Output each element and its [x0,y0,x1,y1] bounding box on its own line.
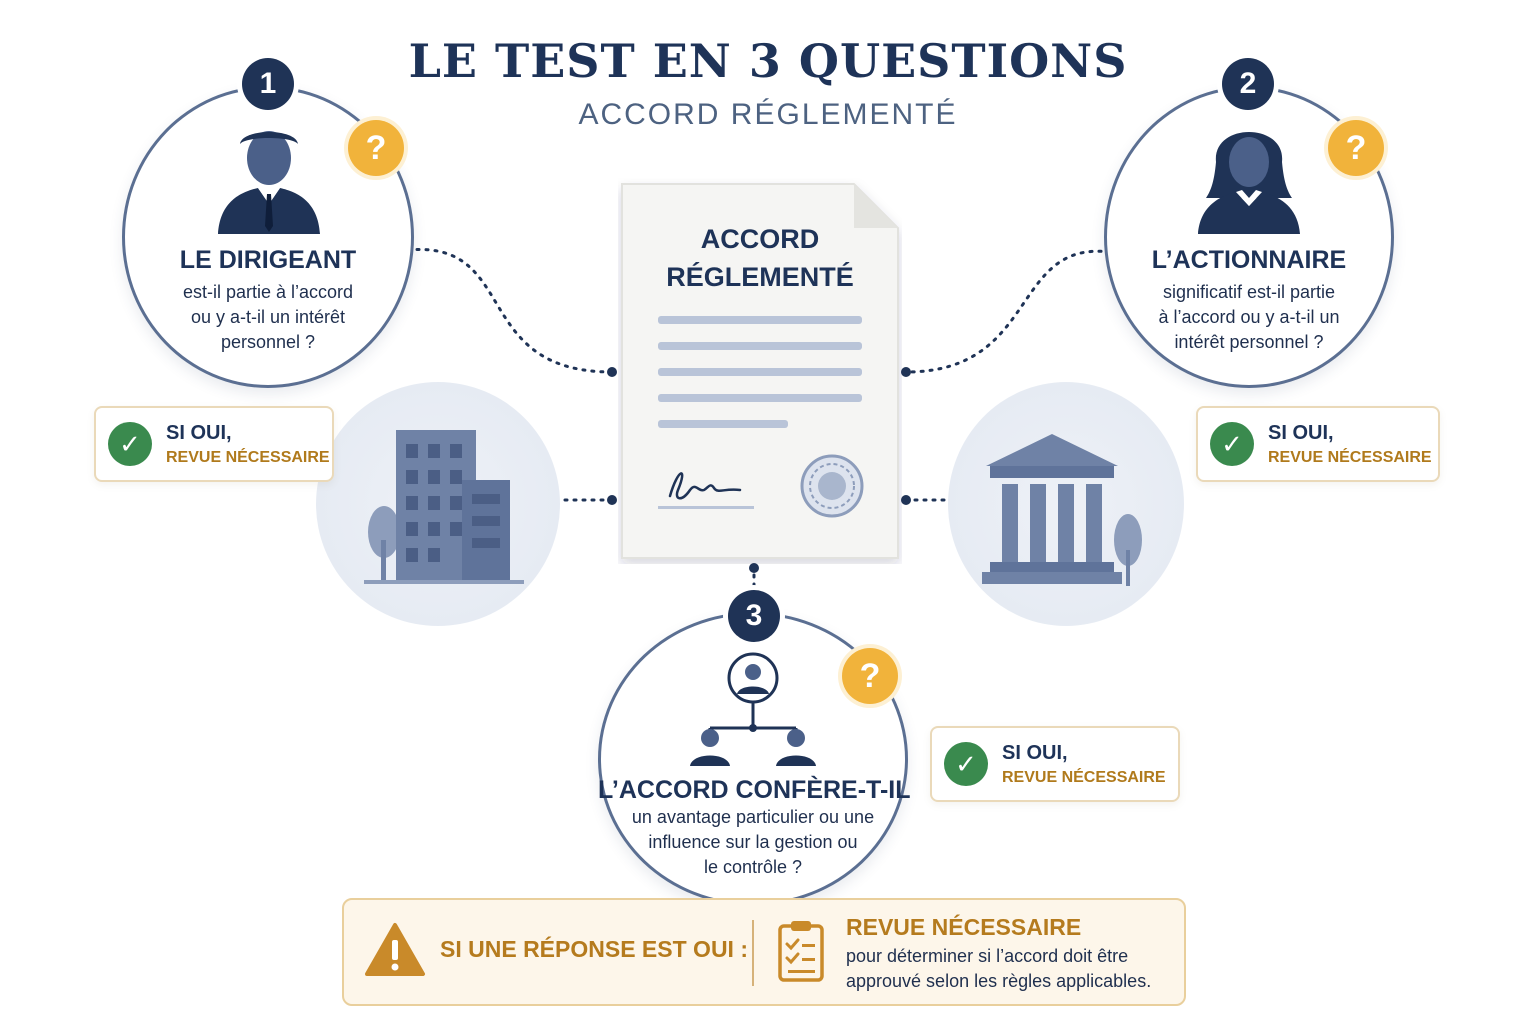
question-2-text: significatif est-il partie à l’accord ou… [1158,282,1340,352]
question-3-text: un avantage particulier ou une influence… [631,807,875,877]
office-building-icon [364,430,524,584]
yes-box-2: ✓ SI OUI, REVUE NÉCESSAIRE [1196,406,1440,482]
yes-box-1: ✓ SI OUI, REVUE NÉCESSAIRE [94,406,334,482]
question-mark-icon: ? [842,648,898,704]
review-text: pour déterminer si l’accord doit être ap… [846,946,1152,991]
bottom-summary-bar [342,898,1186,1006]
regulated-agreement-document [621,183,899,559]
question-2-title: L’ACTIONNAIRE [1151,246,1347,274]
question-mark-icon: ? [348,120,404,176]
clipboard-checklist-icon [778,921,824,982]
yes-box-3: ✓ SI OUI, REVUE NÉCESSAIRE [930,726,1180,802]
main-title: LE TEST EN 3 QUESTIONS [408,34,1128,88]
question-1-number: 1 [242,58,294,110]
check-icon: ✓ [1210,422,1254,466]
question-mark-icon: ? [1328,120,1384,176]
question-2-number: 2 [1222,58,1274,110]
seal-icon [800,454,864,518]
check-icon: ✓ [108,422,152,466]
warning-label: SI UNE RÉPONSE EST OUI : [440,936,748,962]
woman-icon [1198,132,1300,234]
question-1-text: est-il partie à l’accord ou y a-t-il un … [182,282,354,352]
org-chart-icon [690,652,816,766]
man-icon [218,131,320,234]
divider [752,920,754,986]
review-title: REVUE NÉCESSAIRE [846,914,1082,940]
question-3-title: L’ACCORD CONFÈRE-T-IL [598,776,911,804]
document-title: ACCORD RÉGLEMENTÉ [666,224,854,292]
signature-icon [668,472,742,500]
question-3-number: 3 [728,590,780,642]
check-icon: ✓ [944,742,988,786]
warning-icon [365,923,425,976]
subtitle: ACCORD RÉGLEMENTÉ [578,98,958,131]
institution-building-icon [982,434,1142,586]
question-1-title: LE DIRIGEANT [179,246,357,274]
